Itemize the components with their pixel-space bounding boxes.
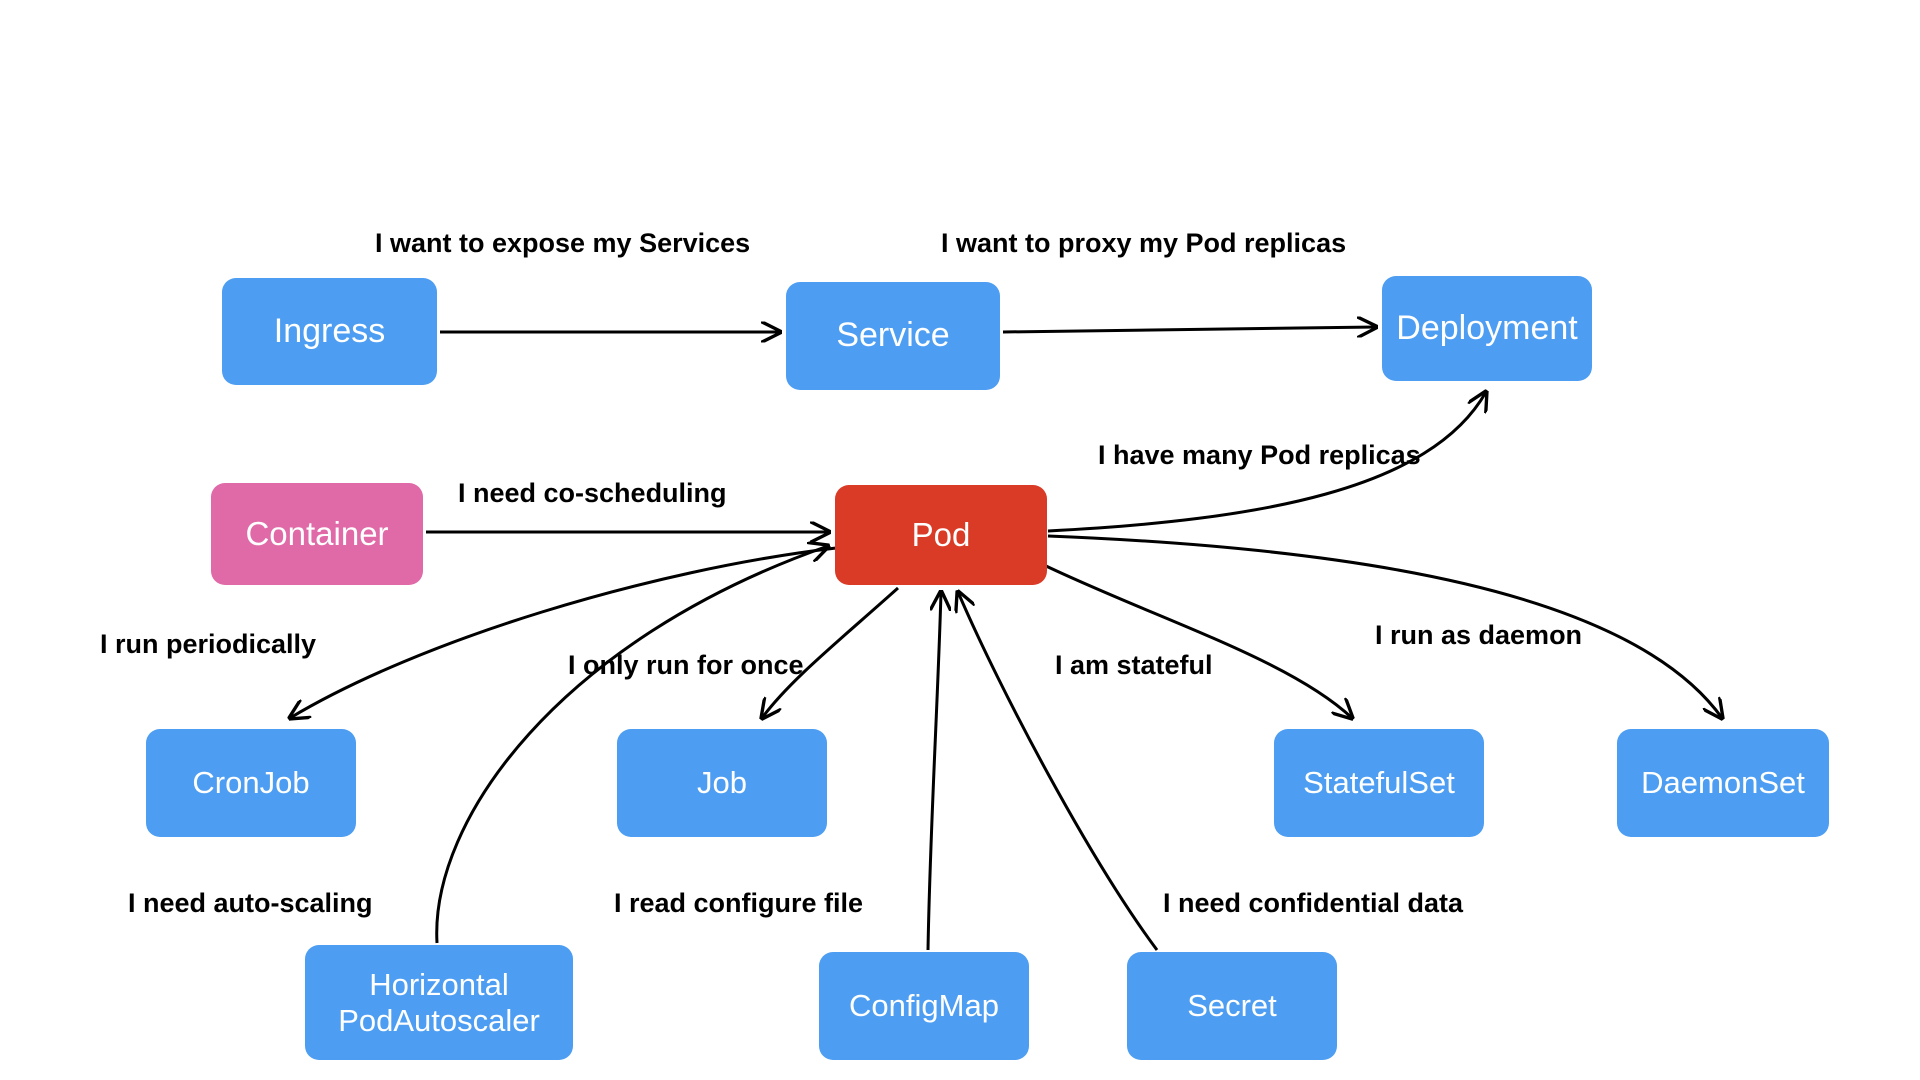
edge-secret-to-pod xyxy=(958,592,1159,951)
edge-label-run-periodically: I run periodically xyxy=(100,629,317,659)
node-daemonset[interactable]: DaemonSet xyxy=(1617,729,1829,837)
node-cronjob[interactable]: CronJob xyxy=(146,729,356,837)
node-label-secret: Secret xyxy=(1187,988,1277,1024)
node-label-statefulset: StatefulSet xyxy=(1303,765,1455,801)
node-secret[interactable]: Secret xyxy=(1127,952,1337,1060)
node-label-container: Container xyxy=(245,514,389,552)
edge-configmap-to-pod xyxy=(926,592,941,951)
node-job[interactable]: Job xyxy=(617,729,827,837)
node-label-job: Job xyxy=(697,765,747,801)
node-label-configmap: ConfigMap xyxy=(849,988,999,1024)
edge-label-read-configure: I read configure file xyxy=(614,888,864,918)
edge-service-to-deployment xyxy=(1002,327,1376,332)
node-ingress[interactable]: Ingress xyxy=(222,278,437,385)
edge-label-expose-services: I want to expose my Services xyxy=(375,228,751,258)
edge-label-auto-scaling: I need auto-scaling xyxy=(128,888,373,918)
edge-label-run-as-daemon: I run as daemon xyxy=(1375,620,1583,650)
edge-label-co-scheduling: I need co-scheduling xyxy=(458,478,727,508)
node-statefulset[interactable]: StatefulSet xyxy=(1274,729,1484,837)
node-deployment[interactable]: Deployment xyxy=(1382,276,1592,381)
edge-pod-to-statefulset xyxy=(1045,564,1352,718)
node-label-service: Service xyxy=(836,316,950,355)
edge-label-confidential-data: I need confidential data xyxy=(1163,888,1464,918)
node-label-daemonset: DaemonSet xyxy=(1641,765,1805,801)
node-container[interactable]: Container xyxy=(211,483,423,585)
node-service[interactable]: Service xyxy=(786,282,1000,390)
edge-label-run-for-once: I only run for once xyxy=(568,650,804,680)
node-horizontal-pod-autoscaler[interactable]: Horizontal PodAutoscaler xyxy=(305,945,573,1060)
node-label-deployment: Deployment xyxy=(1396,308,1578,347)
node-label-horizontal-pod-autoscaler: Horizontal PodAutoscaler xyxy=(338,966,540,1038)
node-label-ingress: Ingress xyxy=(273,311,386,350)
node-label-cronjob: CronJob xyxy=(192,765,310,801)
node-label-pod: Pod xyxy=(911,515,971,553)
node-configmap[interactable]: ConfigMap xyxy=(819,952,1029,1060)
node-pod[interactable]: Pod xyxy=(835,485,1047,585)
edge-label-am-stateful: I am stateful xyxy=(1055,650,1213,680)
edge-label-proxy-replicas: I want to proxy my Pod replicas xyxy=(941,228,1347,258)
edge-label-many-replicas: I have many Pod replicas xyxy=(1098,440,1421,470)
